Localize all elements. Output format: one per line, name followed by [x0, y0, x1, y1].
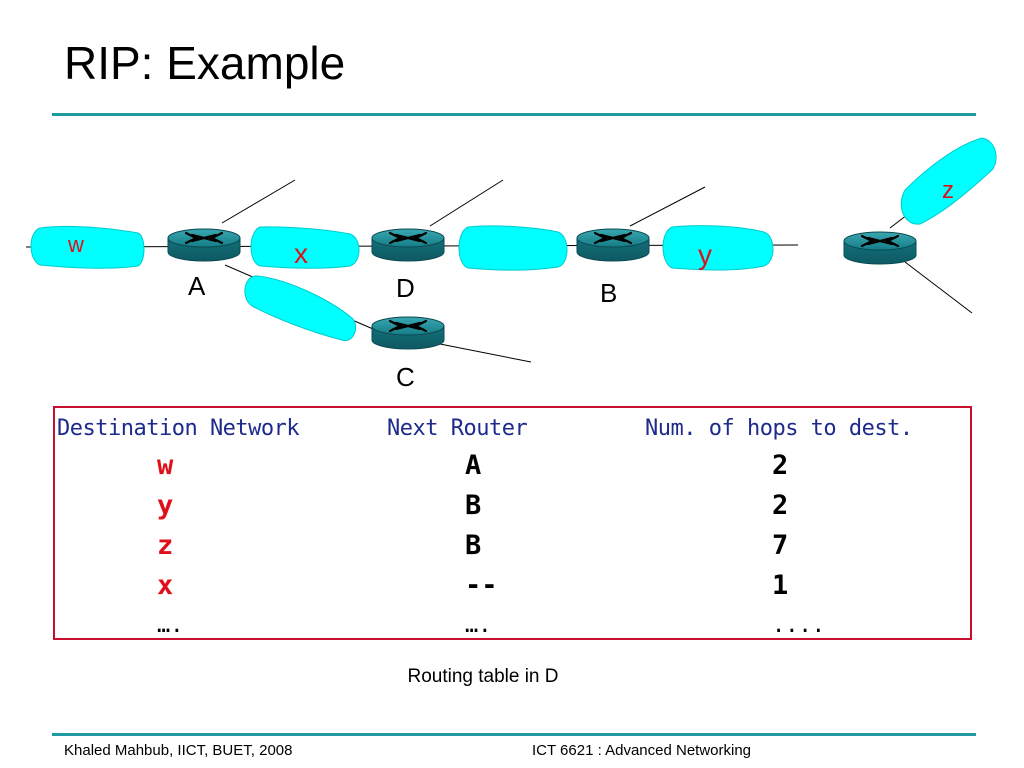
row-next-router: B — [465, 490, 482, 521]
table-caption: Routing table in D — [407, 666, 559, 687]
row-hops: 2 — [772, 490, 789, 521]
network-y-cloud — [662, 225, 774, 271]
routing-table: Destination Network Next Router Num. of … — [53, 406, 972, 640]
row-next-router: …. — [465, 613, 492, 638]
router-icon — [166, 227, 242, 263]
row-next-router: A — [465, 450, 482, 481]
row-dest: z — [157, 530, 174, 561]
network-w-cloud — [30, 225, 145, 269]
router-b-label: B — [600, 278, 617, 308]
row-dest: x — [157, 570, 174, 601]
network-w-label: w — [67, 232, 84, 257]
row-dest: …. — [157, 613, 184, 638]
row-hops: 1 — [772, 570, 789, 601]
network-x-cloud — [250, 226, 360, 269]
router-c-label: C — [396, 362, 415, 392]
network-dangling-cloud — [458, 225, 568, 271]
row-next-router: B — [465, 530, 482, 561]
router-icon — [575, 227, 651, 263]
header-hops: Num. of hops to dest. — [645, 416, 913, 441]
network-diagram: w x y z A D B C — [25, 137, 997, 392]
header-destination: Destination Network — [57, 416, 300, 441]
row-dest: w — [157, 450, 174, 481]
router-a-label: A — [188, 271, 206, 301]
row-dest: y — [157, 490, 174, 521]
title-divider — [52, 113, 976, 116]
router-icon — [370, 227, 446, 263]
row-next-router: -- — [465, 570, 498, 601]
link-lines — [25, 179, 973, 363]
network-z-label: z — [942, 177, 954, 204]
network-ad-c-cloud — [244, 275, 357, 342]
router-icon — [842, 230, 918, 266]
router-icon — [370, 315, 446, 351]
row-hops: .... — [772, 613, 825, 638]
row-hops: 7 — [772, 530, 789, 561]
row-hops: 2 — [772, 450, 789, 481]
router-d-label: D — [396, 273, 415, 303]
footer-author: Khaled Mahbub, IICT, BUET, 2008 — [64, 742, 293, 759]
network-y-label: y — [698, 239, 712, 270]
footer-divider — [52, 733, 976, 736]
header-next-router: Next Router — [387, 416, 528, 441]
slide-title: RIP: Example — [64, 37, 346, 89]
network-z-cloud — [900, 137, 997, 225]
network-x-label: x — [294, 238, 308, 269]
footer-course: ICT 6621 : Advanced Networking — [532, 742, 752, 759]
